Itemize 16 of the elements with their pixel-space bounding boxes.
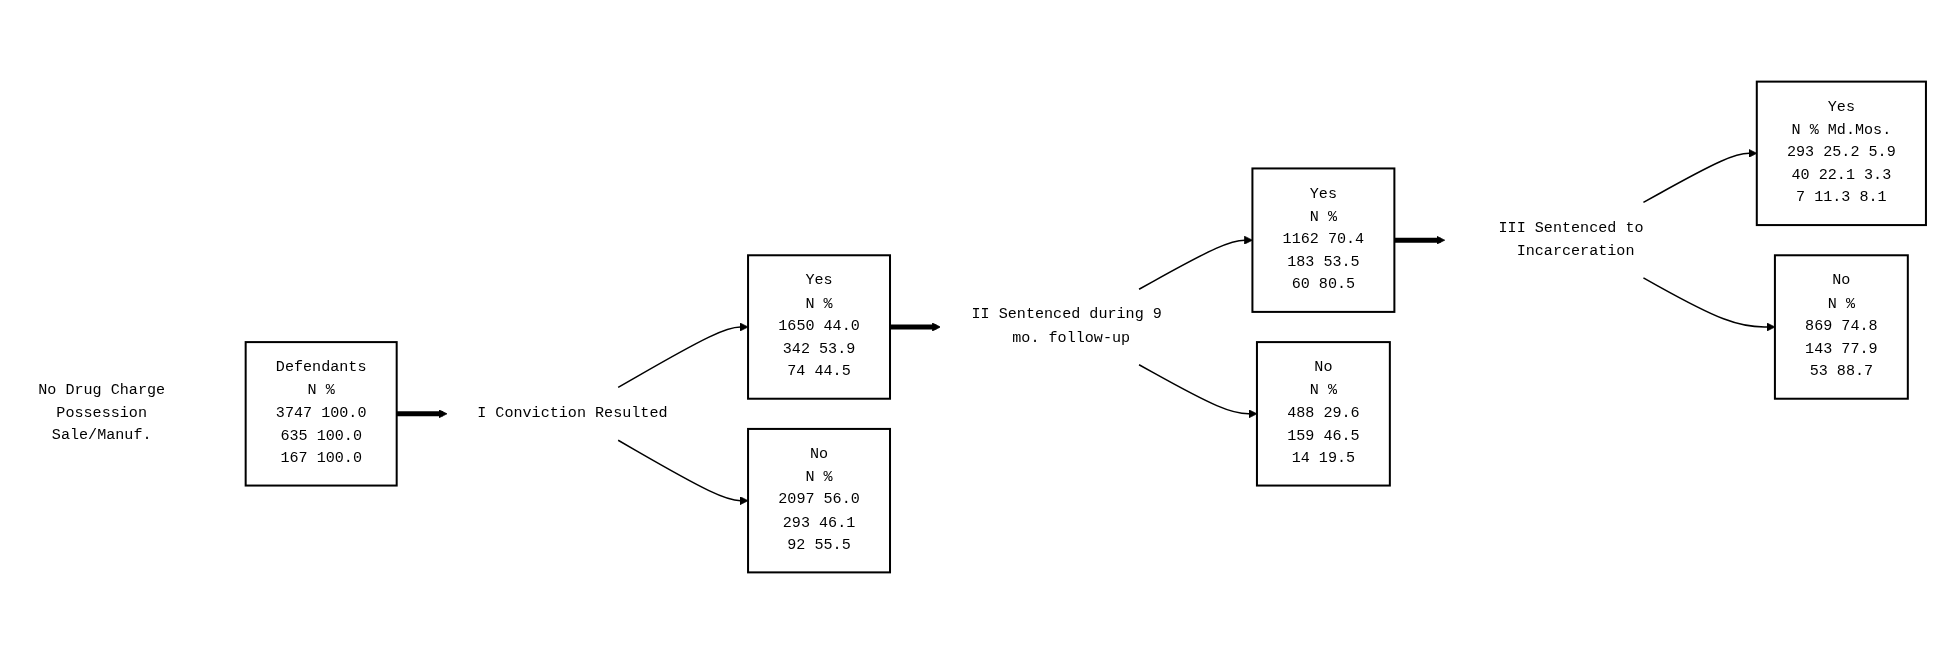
node-box: [1773, 254, 1909, 400]
node-box: [1251, 167, 1396, 313]
arrow: [890, 322, 941, 332]
arrow: [1138, 235, 1253, 290]
node-box: [1255, 341, 1391, 487]
arrow: [396, 409, 448, 419]
node-box: [747, 427, 891, 574]
arrow: [617, 439, 749, 506]
node-text: II Sentenced during 9 mo. follow-up: [971, 306, 1162, 347]
arrow: [617, 322, 749, 389]
node-text: I Conviction Resulted: [477, 404, 668, 422]
node-text: III Sentenced to Incarceration: [1498, 219, 1644, 260]
node-box: [1755, 80, 1927, 227]
node-box: [747, 254, 891, 400]
node-box: [244, 341, 398, 487]
arrow: [1394, 235, 1446, 245]
